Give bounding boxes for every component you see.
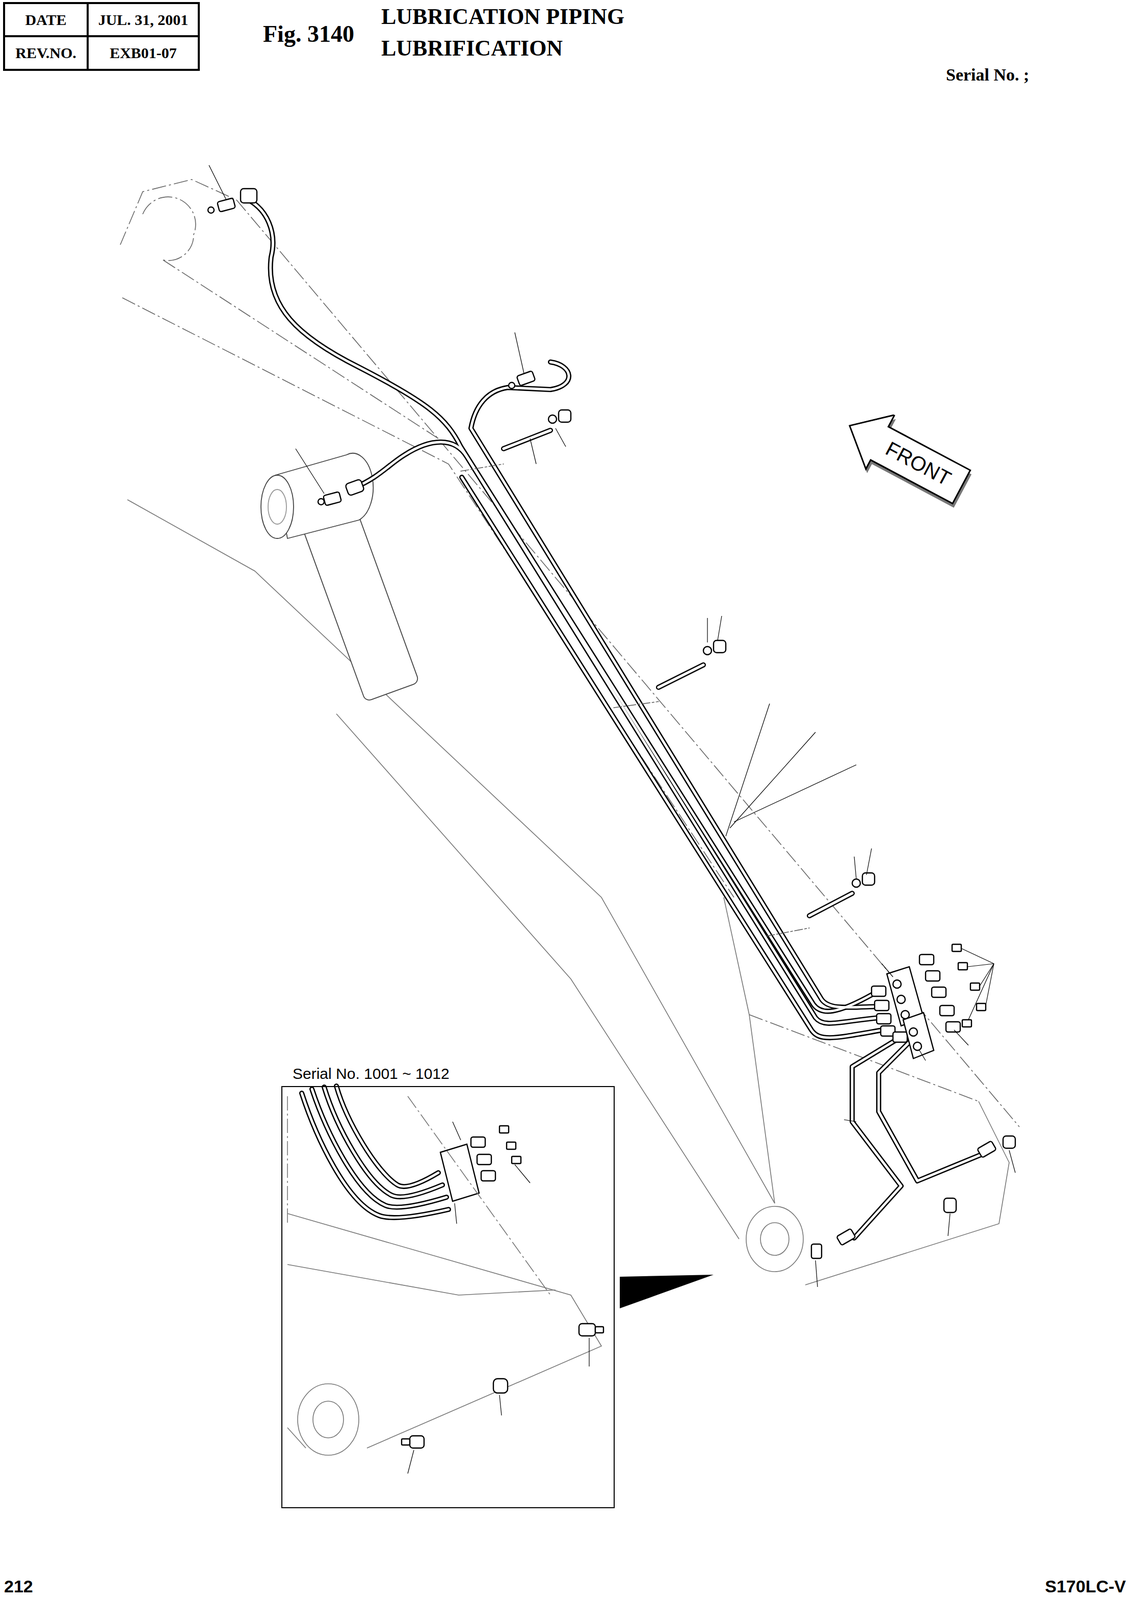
arm-outline [120,179,1020,1127]
cell-text: DATE [24,11,67,29]
lube-pipes-inner [246,198,987,1238]
front-arrow-body: FRONT [834,398,981,515]
header-cell: DATE [3,2,89,38]
cylinder [260,453,420,702]
distribution-block [440,943,986,1201]
cell-text: JUL. 31, 2001 [98,11,189,29]
inset-heading: Serial No. 1001 ~ 1012 [292,1064,450,1083]
serial-note: Serial No. ; [945,64,1030,86]
model-name: S170LC-V [1044,1574,1126,1597]
page-number: 212 [4,1574,34,1597]
figure-title: LUBRICATION PIPING LUBRIFICATION [381,1,698,65]
inset-pointer [619,1274,714,1308]
inset-frame: Serial No. 1001 ~ 1012 [281,1085,615,1508]
inset-illustration [287,1095,604,1455]
lube-pipes-outer [246,198,987,1238]
figure-number: Fig. 3140 [262,20,355,48]
header-cell: REV.NO. [3,35,89,71]
clamps [460,409,875,936]
front-arrow: FRONT [835,402,979,510]
header-cell: EXB01-07 [86,35,200,71]
header-cell: JUL. 31, 2001 [86,2,200,38]
leader-lines [208,165,1016,1473]
cell-text: EXB01-07 [109,44,177,62]
cell-text: REV.NO. [15,44,76,62]
fittings [207,188,1016,1258]
